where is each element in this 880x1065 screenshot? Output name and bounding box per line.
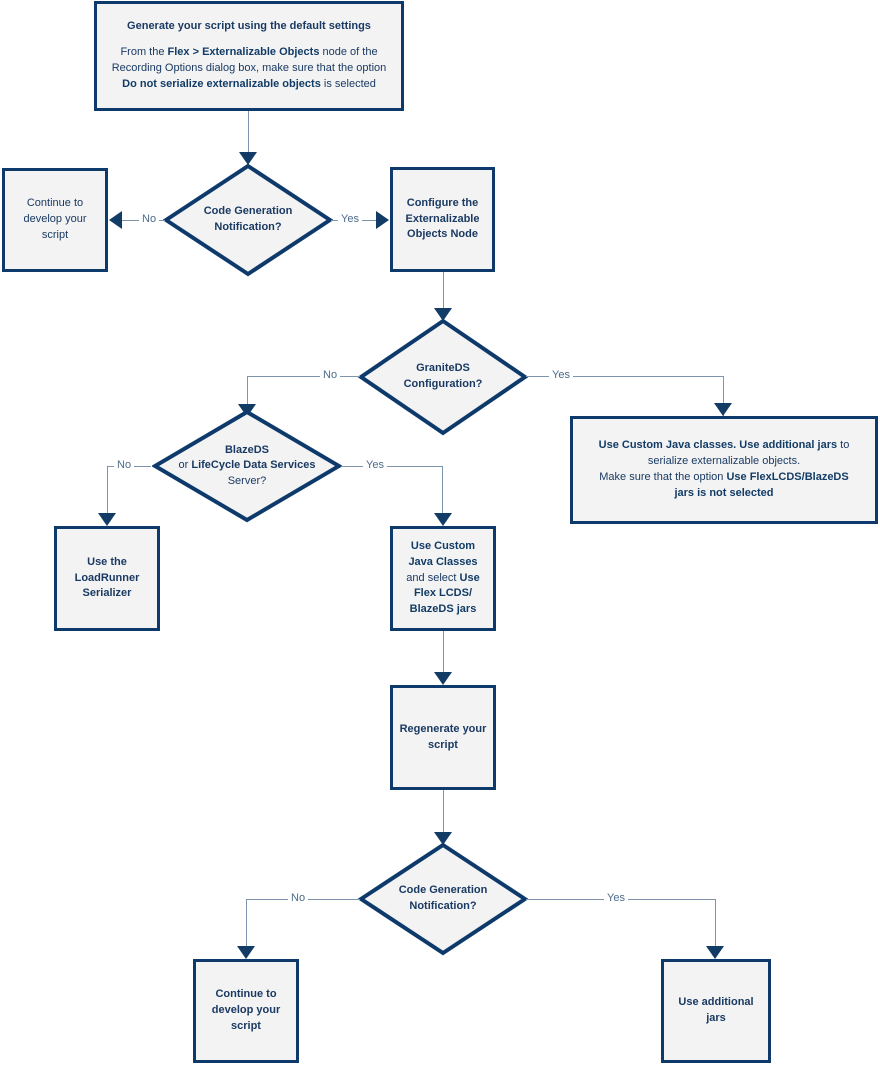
edge-label-blazeds-yes: Yes <box>363 459 387 471</box>
continue-develop-1-text: Continue to develop your script <box>23 197 87 241</box>
arrow-blazeds-yes <box>434 513 452 526</box>
connector-granite-yes-v <box>723 376 724 416</box>
node-continue-develop-script-1[interactable]: Continue to develop your script <box>2 168 108 272</box>
arrow-codegen1-yes <box>376 211 389 229</box>
edge-label-codegen1-no: No <box>139 213 160 225</box>
continue-develop-2-text: Continue to develop your script <box>211 988 281 1032</box>
connector-blazeds-yes-h <box>341 466 443 467</box>
connector-blazeds-yes-v <box>442 466 443 515</box>
node-continue-develop-script-2[interactable]: Continue to develop your script <box>193 959 299 1063</box>
configure-node-text: Configure the Externalizable Objects Nod… <box>405 196 480 241</box>
arrow-customjava-to-regenerate <box>434 672 452 685</box>
decision-blazeds-lifecycle-server[interactable]: BlazeDS or LifeCycle Data Services Serve… <box>152 409 342 523</box>
connector-configure-to-granite <box>443 272 444 311</box>
node-use-custom-java-classes-granite[interactable]: Use Custom Java classes. Use additional … <box>570 416 878 524</box>
regenerate-script-text: Regenerate your script <box>399 722 487 751</box>
use-additional-jars-text: Use additional jars <box>678 996 754 1024</box>
custom-java-classes-text: Use Custom Java Classes and select Use F… <box>406 539 480 616</box>
connector-blazeds-no-v <box>107 466 108 515</box>
decision-granite-ds-configuration[interactable]: GraniteDS Configuration? <box>358 318 528 436</box>
connector-codegen2-yes-v <box>715 899 716 949</box>
diamond-shape <box>152 409 342 523</box>
node-configure-externalizable-objects[interactable]: Configure the Externalizable Objects Nod… <box>390 167 495 272</box>
custom-java-granite-text: Use Custom Java classes. Use additional … <box>598 439 850 499</box>
connector-start-to-codegen1 <box>248 111 249 155</box>
start-heading: Generate your script using the default s… <box>127 20 371 33</box>
connector-regenerate-to-codegen2 <box>443 790 444 835</box>
diamond-shape <box>358 842 528 956</box>
edge-label-codegen1-yes: Yes <box>338 213 362 225</box>
arrow-codegen1-no <box>109 211 122 229</box>
loadrunner-serializer-text: Use the LoadRunner Serializer <box>74 555 140 600</box>
arrow-codegen2-yes <box>706 946 724 959</box>
connector-granite-no-h <box>247 376 360 377</box>
arrow-granite-yes <box>714 403 732 416</box>
arrow-codegen2-no <box>237 946 255 959</box>
node-start-generate-script[interactable]: Generate your script using the default s… <box>94 1 404 111</box>
edge-label-blazeds-no: No <box>114 459 135 471</box>
node-use-additional-jars[interactable]: Use additional jars <box>661 959 771 1063</box>
connector-granite-yes-h <box>526 376 723 377</box>
node-use-loadrunner-serializer[interactable]: Use the LoadRunner Serializer <box>54 526 160 631</box>
edge-label-granite-no: No <box>320 369 341 381</box>
node-use-custom-java-classes-blazeds[interactable]: Use Custom Java Classes and select Use F… <box>390 526 496 631</box>
diamond-shape <box>358 318 528 436</box>
arrow-start-to-codegen1 <box>239 152 257 165</box>
arrow-blazeds-no <box>98 513 116 526</box>
connector-codegen2-no-v <box>246 899 247 949</box>
edge-label-granite-yes: Yes <box>549 369 573 381</box>
diamond-shape <box>163 163 333 277</box>
decision-code-generation-notification-1[interactable]: Code Generation Notification? <box>163 163 333 277</box>
arrow-regenerate-to-codegen2 <box>434 832 452 845</box>
arrow-configure-to-granite <box>434 308 452 321</box>
edge-label-codegen2-yes: Yes <box>604 892 628 904</box>
connector-customjava-to-regenerate <box>443 631 444 675</box>
edge-label-codegen2-no: No <box>288 892 309 904</box>
decision-code-generation-notification-2[interactable]: Code Generation Notification? <box>358 842 528 956</box>
connector-granite-no-v <box>247 376 248 415</box>
start-body: From the Flex > Externalizable Objects n… <box>111 46 387 90</box>
node-regenerate-your-script[interactable]: Regenerate your script <box>390 685 496 790</box>
